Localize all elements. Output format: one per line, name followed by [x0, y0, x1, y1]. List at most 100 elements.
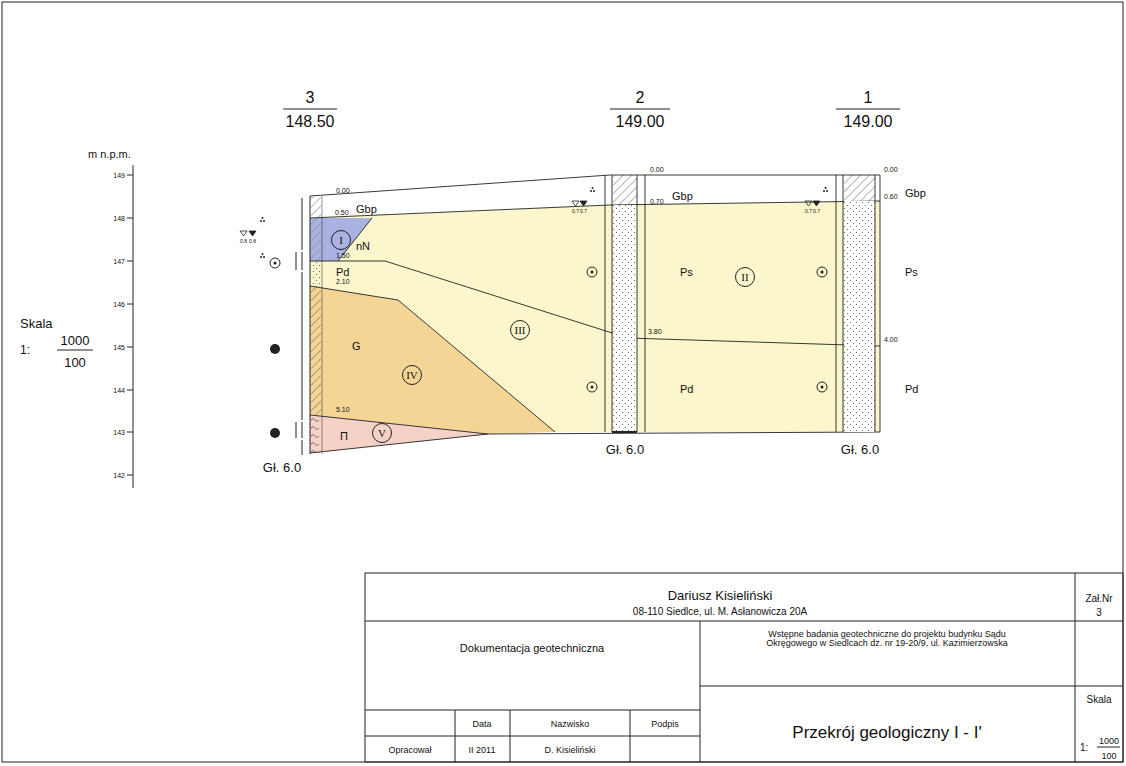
section-line	[296, 252, 297, 270]
g-mark	[260, 187, 828, 438]
circle-mark	[591, 271, 594, 274]
circle-mark	[817, 267, 827, 277]
title-block-text: Podpis	[651, 720, 679, 729]
section-line	[127, 475, 133, 476]
layer-number: II	[741, 272, 748, 283]
title-block-text: 1:	[1080, 743, 1088, 753]
section-label: 145	[113, 344, 125, 351]
section-label: 0.00	[336, 187, 350, 194]
section-line	[1097, 747, 1120, 748]
title-block-text: Skala	[1086, 695, 1111, 705]
circle-mark	[270, 428, 280, 438]
rect-mark	[365, 573, 1123, 762]
section-label: Gbp	[905, 188, 926, 199]
layer-number: IV	[406, 370, 418, 381]
section-line	[310, 201, 880, 218]
section-line	[310, 175, 880, 196]
g-mark	[270, 258, 827, 392]
section-line	[127, 261, 133, 262]
title-block-text: Przekrój geologiczny I - I'	[787, 724, 987, 741]
section-line	[365, 621, 1123, 622]
g-mark	[296, 196, 322, 455]
section-label: 0.8	[240, 239, 247, 244]
title-block-text: 100	[1101, 752, 1116, 761]
section-line	[302, 252, 303, 270]
rect-mark	[844, 201, 875, 432]
borehole-header: 148.50	[286, 114, 335, 130]
section-label: 1000	[61, 334, 90, 347]
rect-mark	[311, 197, 321, 218]
g-mark	[605, 175, 645, 432]
rect-mark	[613, 175, 637, 205]
section-label: Gbp	[356, 204, 377, 215]
borehole-header: 2	[636, 90, 645, 106]
section-line	[302, 422, 303, 438]
section-label: 0.00	[650, 166, 664, 173]
section-line	[310, 196, 311, 454]
layer-number-circle: I	[331, 230, 351, 250]
section-line	[836, 109, 900, 110]
circle-mark	[270, 344, 280, 354]
path-mark	[240, 231, 247, 236]
soil-layer	[310, 286, 555, 434]
section-label: 142	[113, 472, 125, 479]
section-label: G	[352, 341, 361, 352]
section-line	[302, 272, 303, 420]
borehole-header: 149.00	[616, 114, 665, 130]
section-label: 0.7	[572, 209, 579, 214]
section-line	[510, 710, 511, 762]
layer-number-circle: V	[372, 423, 392, 443]
section-line	[310, 415, 488, 434]
section-label: 0.50	[335, 209, 349, 216]
section-line	[610, 109, 670, 110]
section-line	[843, 175, 844, 432]
section-label: Ps	[680, 267, 693, 278]
section-label: 0.00	[884, 166, 898, 173]
section-label: 1.50	[336, 252, 350, 259]
g-mark	[240, 201, 820, 236]
rect-mark	[311, 286, 321, 415]
section-line	[612, 431, 637, 433]
section-line	[1075, 573, 1076, 762]
section-line	[630, 710, 631, 762]
section-label: 4.00	[884, 336, 898, 343]
g-mark	[365, 573, 1123, 762]
section-label: 148	[113, 215, 125, 222]
section-label: 0.8	[249, 239, 256, 244]
section-line	[127, 390, 133, 391]
soil-layer	[310, 175, 880, 218]
soil-layer	[310, 415, 488, 453]
circle-mark	[587, 267, 597, 277]
section-label: 144	[113, 387, 125, 394]
circle-mark	[263, 256, 265, 258]
circle-mark	[262, 217, 264, 219]
circle-mark	[592, 187, 594, 189]
section-label: Ps	[905, 267, 918, 278]
circle-mark	[593, 190, 595, 192]
title-block-text: 3	[1096, 608, 1102, 618]
section-line	[283, 109, 337, 110]
section-line	[302, 440, 303, 455]
title-block-text: Data	[472, 720, 491, 729]
section-line	[310, 432, 880, 453]
section-label: 3.80	[648, 328, 662, 335]
rect-mark	[844, 175, 875, 201]
section-line	[875, 175, 876, 432]
section-label: 149	[113, 172, 125, 179]
section-line	[57, 350, 93, 351]
rect-mark	[613, 205, 637, 432]
section-label: Pd	[336, 267, 349, 278]
circle-mark	[260, 256, 262, 258]
circle-mark	[260, 220, 262, 222]
layer-number: V	[378, 428, 386, 439]
g-mark	[310, 175, 880, 453]
circle-mark	[821, 386, 824, 389]
section-label: 0.7	[813, 209, 820, 214]
circle-mark	[817, 382, 827, 392]
circle-mark	[826, 190, 828, 192]
circle-mark	[262, 253, 264, 255]
circle-mark	[823, 190, 825, 192]
layer-number-circle: III	[510, 320, 530, 340]
layer-number-circle: IV	[402, 365, 422, 385]
